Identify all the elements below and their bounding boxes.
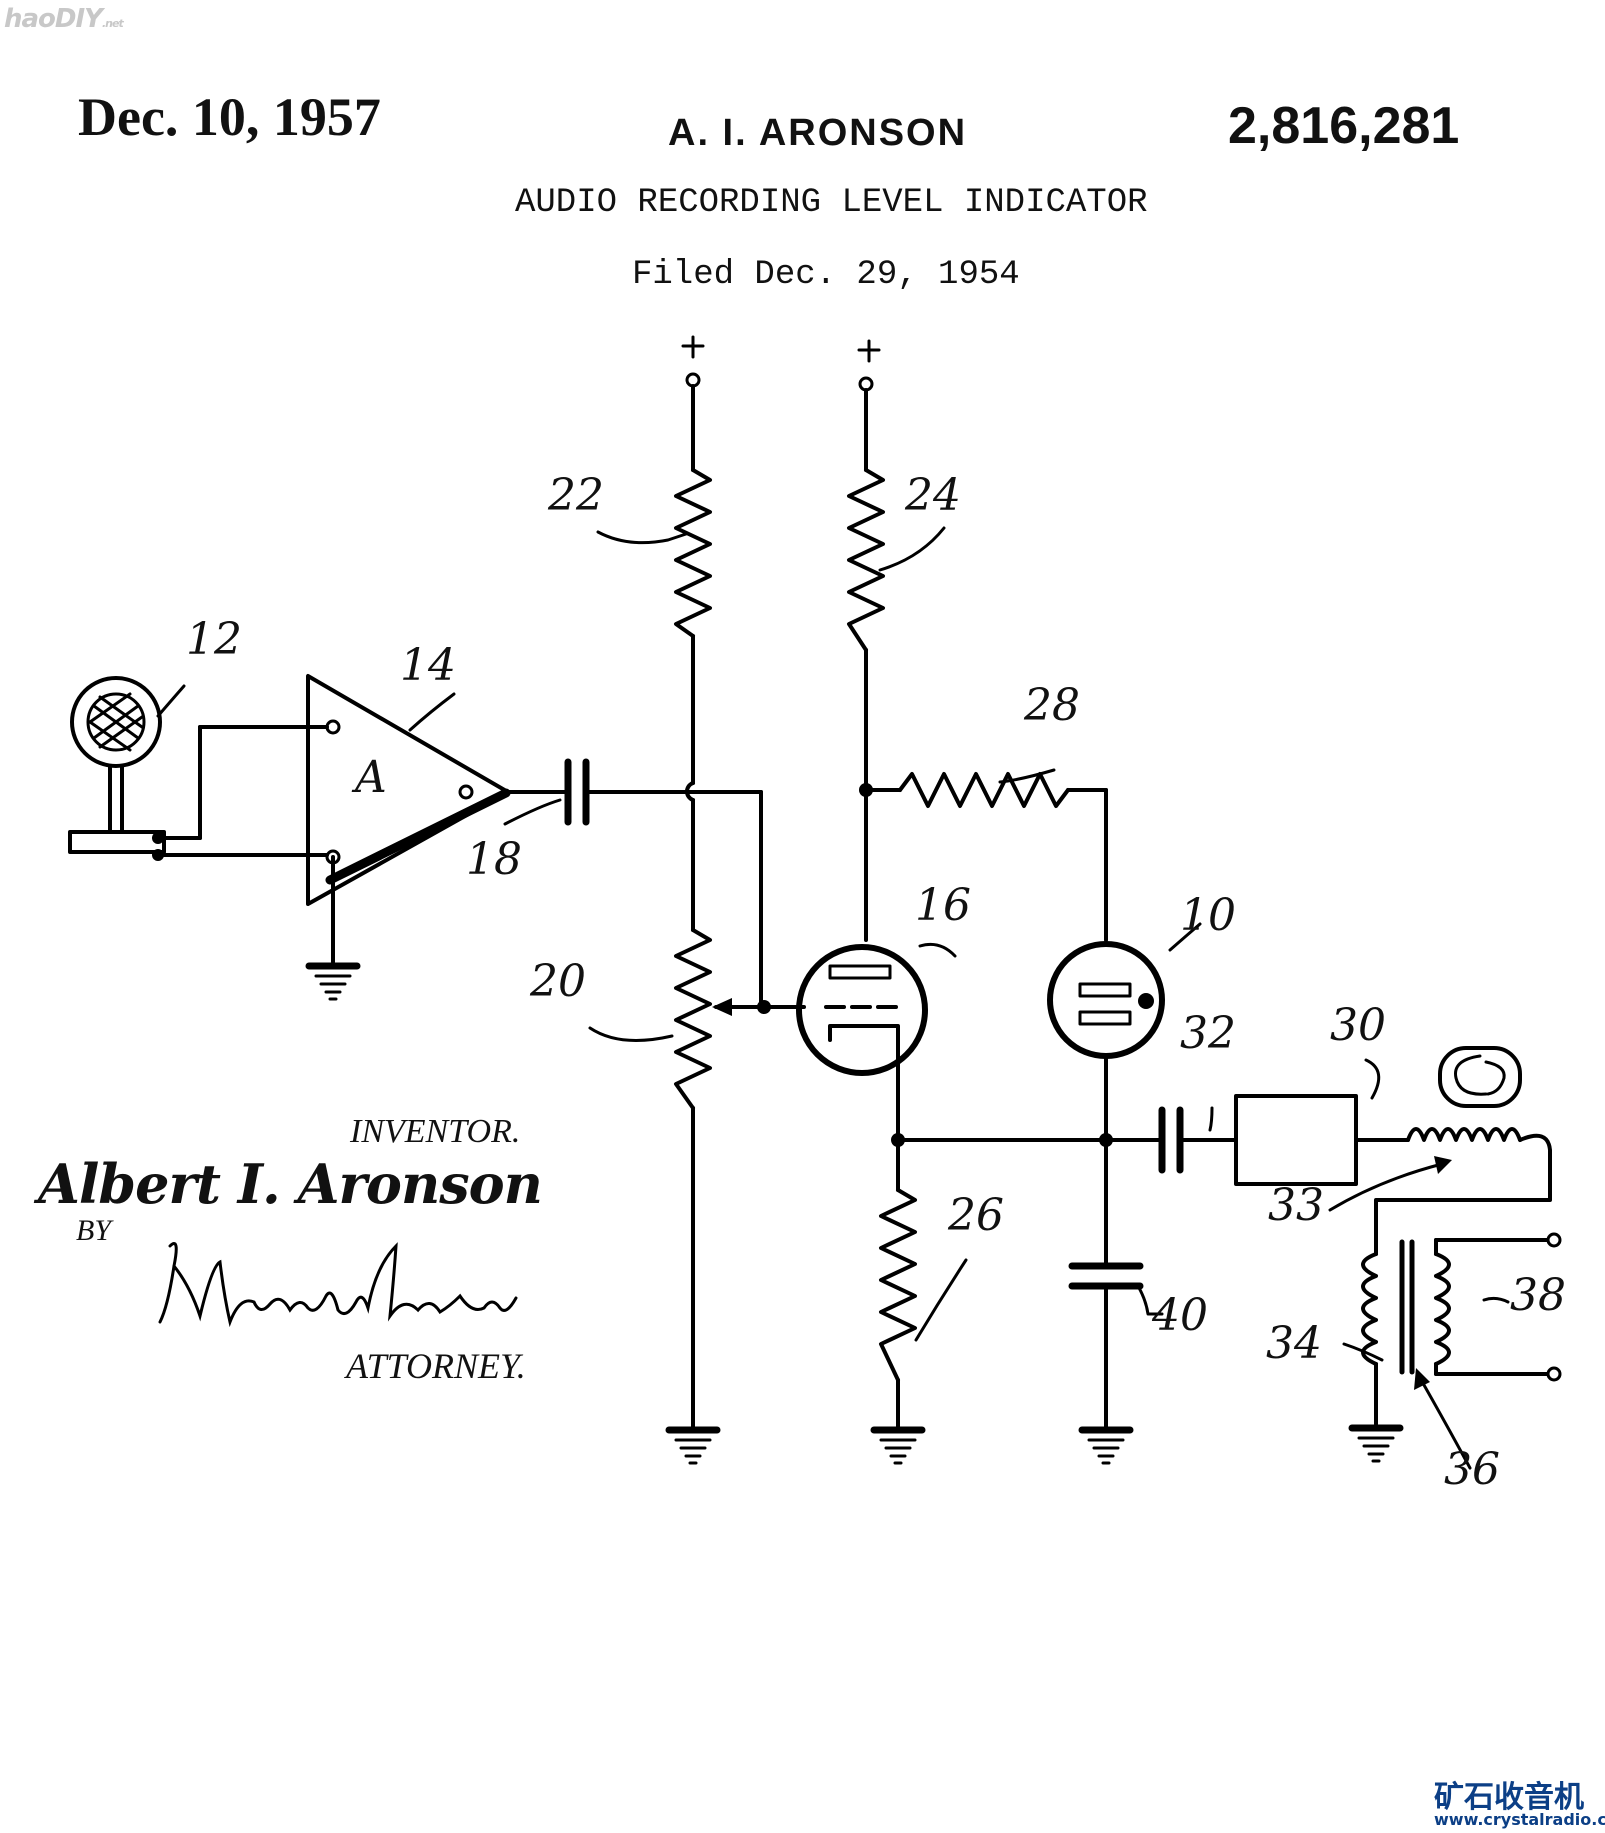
inventor-label: INVENTOR. bbox=[350, 1113, 521, 1150]
capacitor-40 bbox=[1068, 1262, 1164, 1316]
supply-terminal-left bbox=[681, 335, 705, 388]
attorney-signature bbox=[158, 1242, 518, 1328]
resistor-24 bbox=[847, 468, 885, 652]
attorney-label: ATTORNEY. bbox=[346, 1346, 526, 1386]
potentiometer-20 bbox=[674, 928, 712, 1110]
resistor-22 bbox=[674, 468, 712, 638]
watermark-logo: haoDIY.net bbox=[4, 4, 124, 34]
patent-number: 2,816,281 bbox=[1228, 97, 1460, 155]
ref-30: 30 bbox=[1330, 1000, 1386, 1051]
ref-36: 36 bbox=[1444, 1444, 1500, 1495]
transformer-36 bbox=[1361, 1232, 1562, 1426]
watermark-text: haoDIY bbox=[4, 4, 103, 34]
microphone-12 bbox=[68, 676, 166, 854]
supply-terminal-right bbox=[857, 339, 881, 392]
record-head-33 bbox=[1374, 1046, 1552, 1236]
tube-16 bbox=[796, 944, 928, 1076]
footer-site-name: 矿石收音机 bbox=[1434, 1780, 1584, 1815]
patent-inventor: A. I. ARONSON bbox=[668, 112, 968, 154]
ref-28: 28 bbox=[1024, 680, 1080, 731]
ref-33: 33 bbox=[1268, 1180, 1324, 1231]
watermark-suffix: .net bbox=[102, 17, 124, 30]
amplifier-14 bbox=[306, 674, 511, 964]
ref-40: 40 bbox=[1152, 1290, 1208, 1341]
ref-22: 22 bbox=[548, 470, 604, 521]
ref-10: 10 bbox=[1180, 890, 1236, 941]
by-label: BY bbox=[76, 1214, 112, 1247]
ref-16: 16 bbox=[915, 880, 971, 931]
patent-date: Dec. 10, 1957 bbox=[78, 87, 381, 147]
ref-18: 18 bbox=[466, 834, 522, 885]
recorder-unit-30 bbox=[1234, 1094, 1358, 1186]
ref-20: 20 bbox=[530, 956, 586, 1007]
capacitor-18 bbox=[504, 758, 602, 826]
amplifier-label: A bbox=[355, 752, 387, 803]
inventor-signature-name: Albert I. Aronson bbox=[38, 1152, 543, 1216]
ref-38: 38 bbox=[1510, 1270, 1566, 1321]
ref-34: 34 bbox=[1266, 1318, 1322, 1369]
patent-filed-date: Filed Dec. 29, 1954 bbox=[632, 256, 1020, 294]
ref-32: 32 bbox=[1180, 1008, 1236, 1059]
ref-14: 14 bbox=[400, 640, 456, 691]
indicator-tube-10 bbox=[1047, 941, 1165, 1059]
capacitor-32 bbox=[1104, 1106, 1238, 1174]
ref-26: 26 bbox=[948, 1190, 1004, 1241]
footer-url: www.crystalradio.cn bbox=[1434, 1810, 1605, 1829]
patent-title: AUDIO RECORDING LEVEL INDICATOR bbox=[515, 184, 1148, 222]
ref-24: 24 bbox=[905, 470, 961, 521]
resistor-26 bbox=[879, 1188, 917, 1382]
ref-12: 12 bbox=[186, 614, 242, 665]
resistor-28 bbox=[898, 772, 1070, 808]
